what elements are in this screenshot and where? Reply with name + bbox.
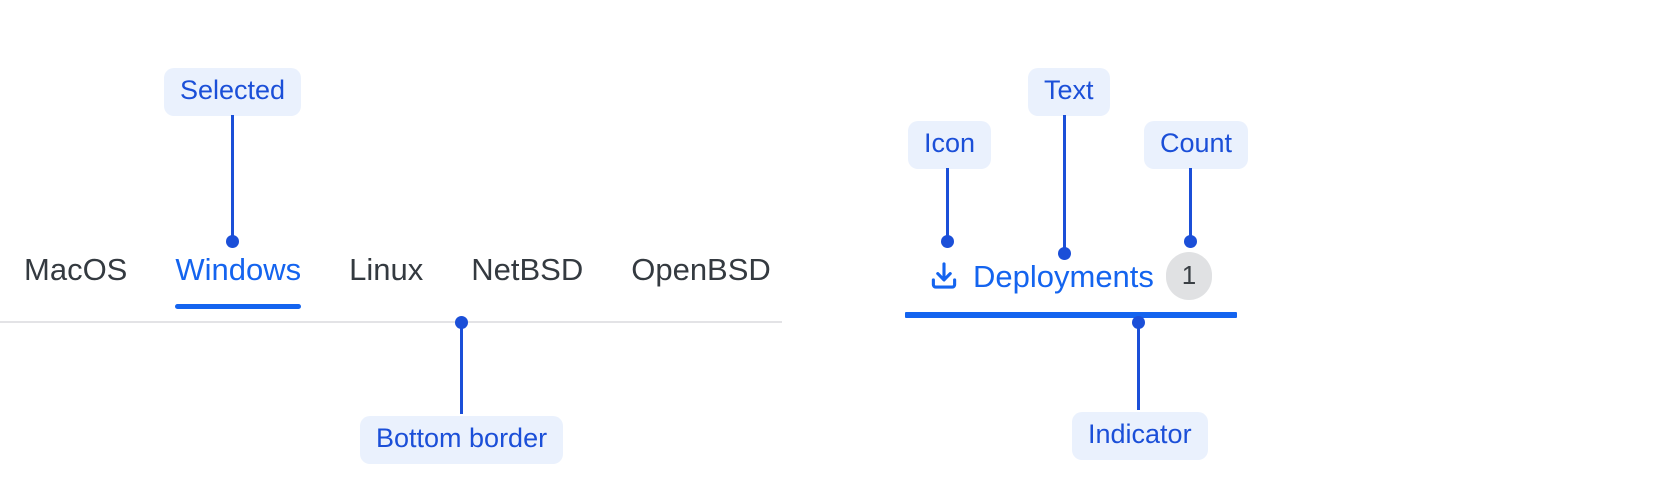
annotation-indicator-connector-line [1137, 322, 1140, 410]
annotation-selected-connector-dot [226, 235, 239, 248]
annotation-text-connector-dot [1058, 247, 1071, 260]
annotation-indicator-label: Indicator [1072, 412, 1208, 460]
annotation-count-connector-line [1189, 168, 1192, 240]
annotation-bottom-border-label: Bottom border [360, 416, 564, 464]
annotation-icon-label: Icon [908, 121, 992, 169]
tabbar-divider-rule [0, 321, 782, 323]
annotation-icon-connector-dot [941, 235, 954, 248]
tab-deployments-count-badge: 1 [1165, 252, 1212, 300]
annotation-count-connector-dot [1184, 235, 1197, 248]
tab-openbsd-label: OpenBSD [631, 252, 771, 287]
annotation-count-label: Count [1144, 121, 1249, 169]
tab-windows-bottom-border [175, 304, 302, 309]
tab-deployments-indicator [905, 312, 1237, 318]
download-icon [931, 262, 957, 289]
tab-linux[interactable]: Linux [325, 248, 447, 285]
tabbar-os: MacOS Windows Linux NetBSD OpenBSD [0, 248, 782, 323]
tab-deployments-content: Deployments 1 [905, 246, 1237, 306]
tab-netbsd-label: NetBSD [471, 252, 584, 287]
tab-netbsd[interactable]: NetBSD [447, 248, 607, 285]
tab-openbsd[interactable]: OpenBSD [607, 248, 795, 285]
annotation-selected-label: Selected [164, 68, 302, 116]
tab-linux-label: Linux [349, 252, 424, 287]
tab-deployments[interactable]: Deployments 1 [905, 246, 1237, 318]
annotation-bottom-border-connector-line [460, 322, 463, 414]
tab-windows-label: Windows [175, 252, 302, 287]
tab-macos-label: MacOS [24, 252, 128, 287]
tab-windows[interactable]: Windows [151, 248, 325, 309]
annotation-icon-connector-line [946, 168, 949, 240]
annotation-text-connector-line [1063, 115, 1066, 252]
annotation-selected-connector-line [231, 115, 234, 240]
tab-macos[interactable]: MacOS [0, 248, 151, 285]
annotation-text-label: Text [1028, 68, 1110, 116]
tab-deployments-label: Deployments [973, 258, 1154, 294]
tabs-list: MacOS Windows Linux NetBSD OpenBSD [0, 248, 782, 323]
